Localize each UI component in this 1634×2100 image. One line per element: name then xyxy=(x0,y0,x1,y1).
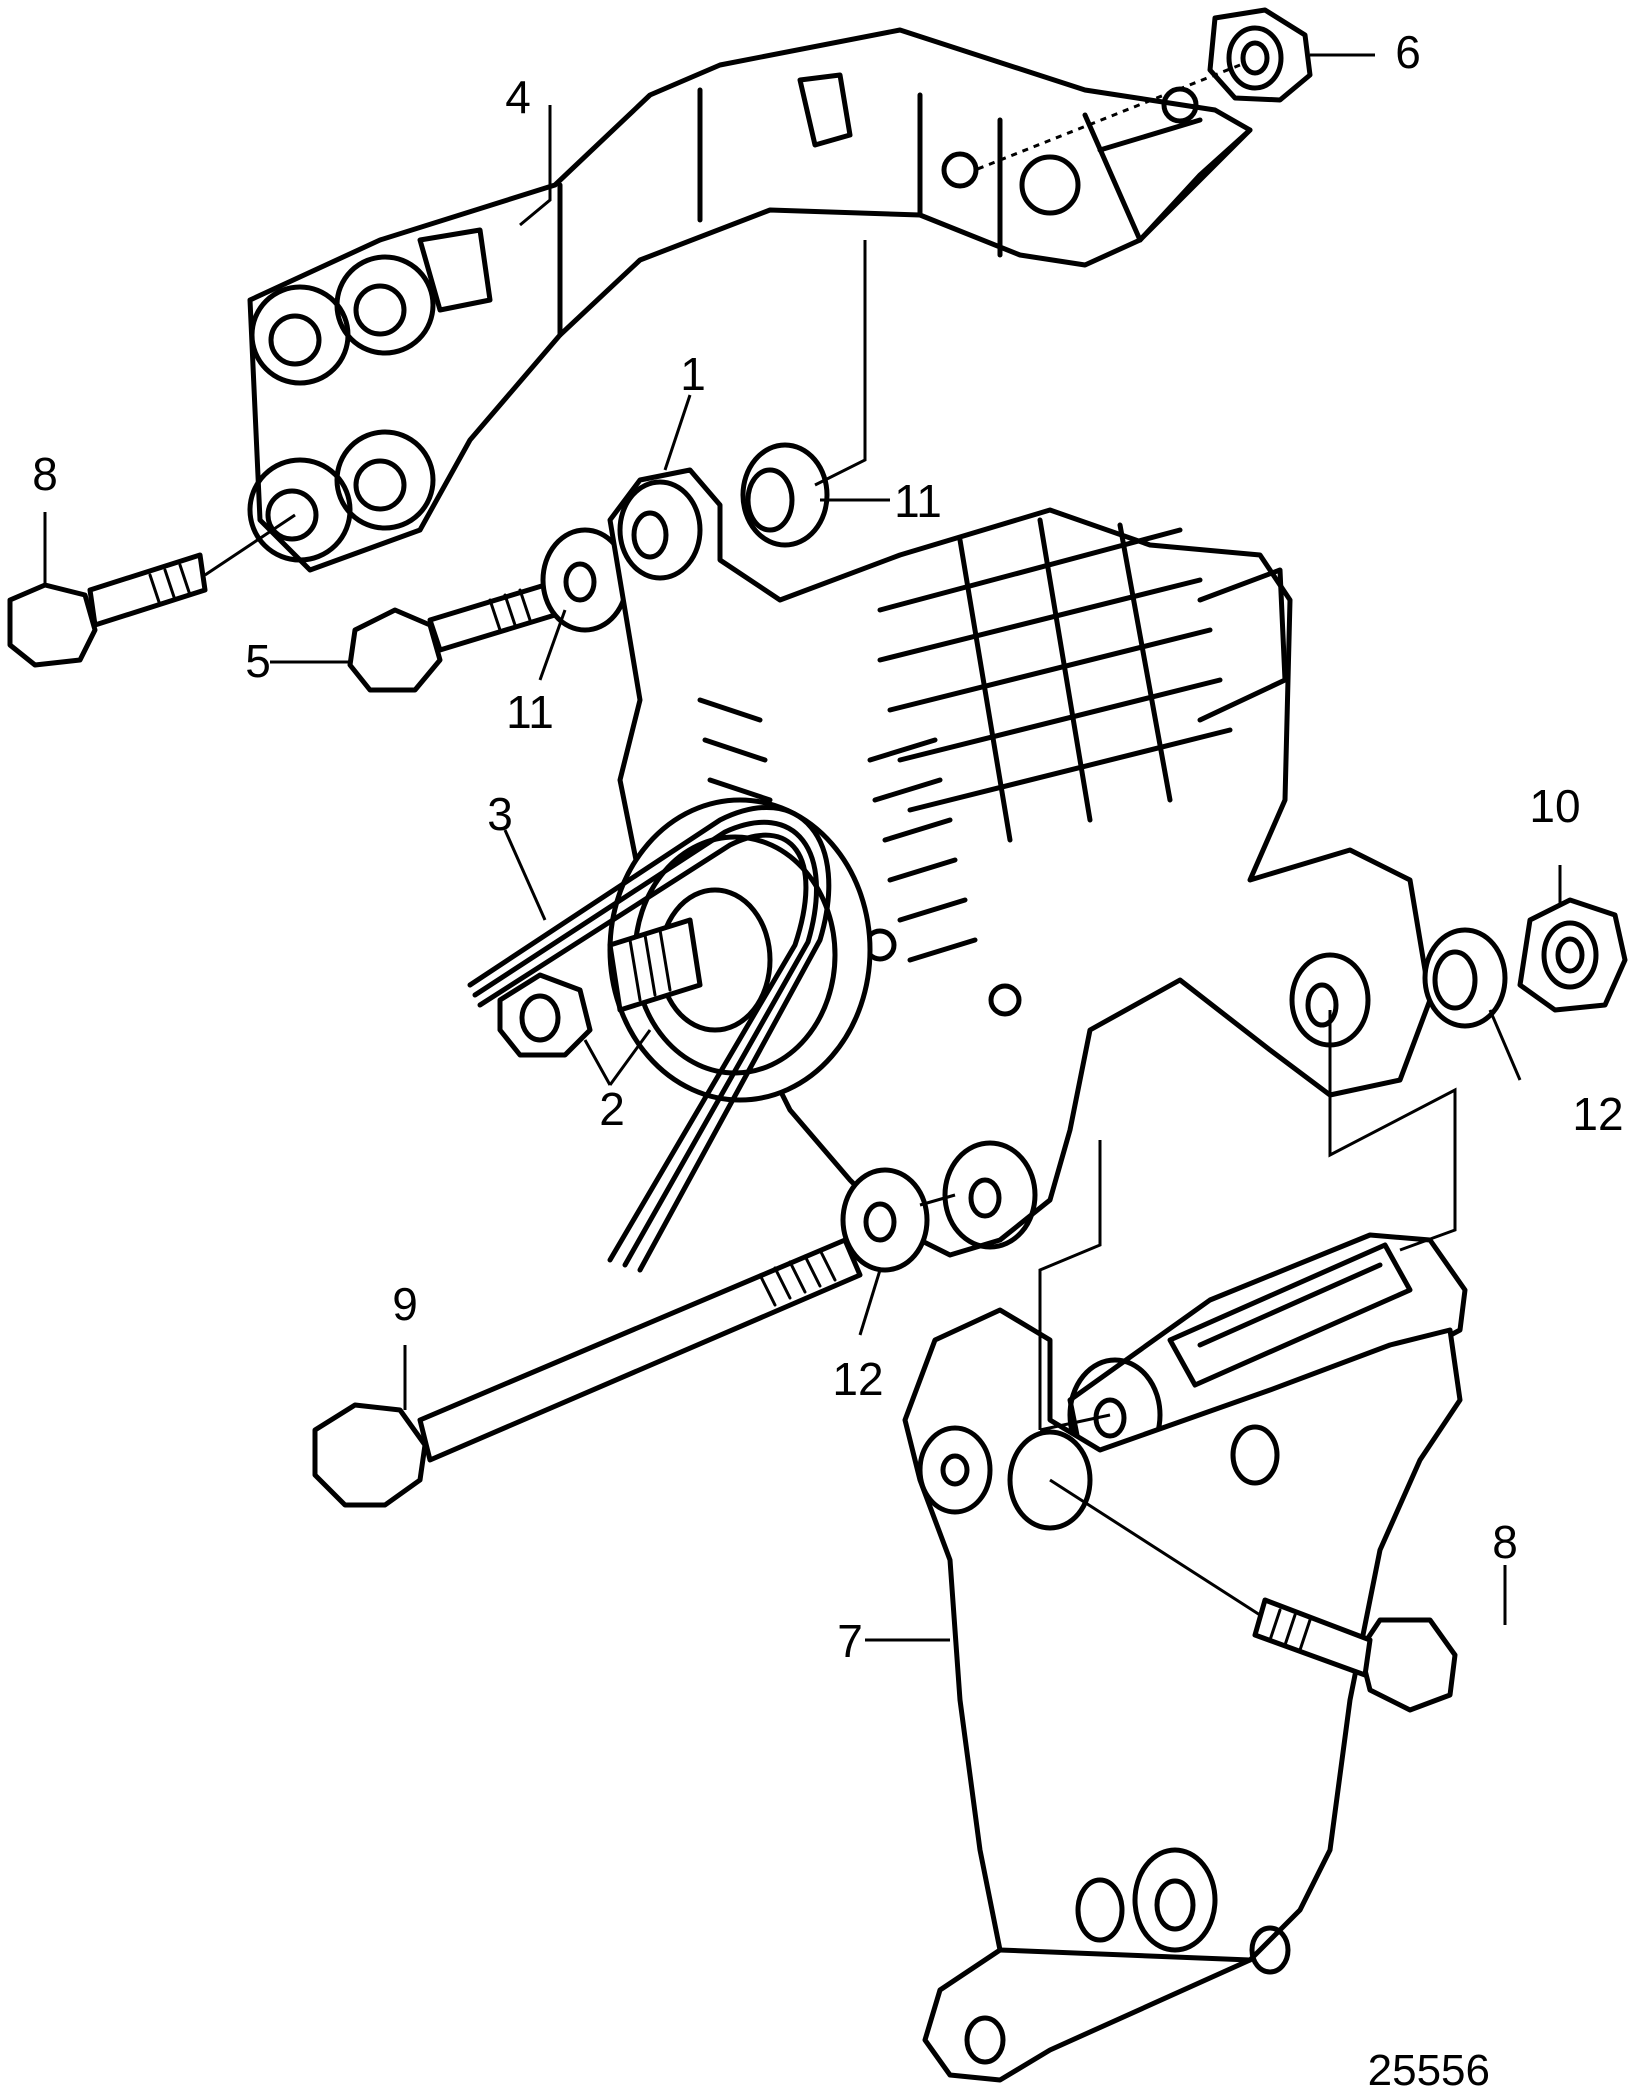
pulley-nut-part-2 xyxy=(497,972,593,1058)
bolt-part-5 xyxy=(347,582,558,693)
spacer-sleeve-part-12-right xyxy=(1422,927,1508,1029)
callout-8-top: 8 xyxy=(32,448,58,500)
figure-number: 25556 xyxy=(1368,2046,1490,2095)
assembly-guide-lines xyxy=(1038,1010,1457,1432)
callout-labels: 1 2 3 4 5 6 7 8 8 9 10 11 11 12 12 xyxy=(32,26,1623,1667)
callout-2: 2 xyxy=(599,1083,625,1135)
nut-part-10 xyxy=(1517,897,1628,1013)
callout-7: 7 xyxy=(837,1615,863,1667)
flange-nut-part-6 xyxy=(974,7,1313,172)
callout-11-lower: 11 xyxy=(506,686,554,738)
callout-4: 4 xyxy=(505,71,531,123)
long-bolt-part-9 xyxy=(312,1237,863,1508)
callout-10: 10 xyxy=(1529,780,1580,832)
upper-bracket-part-4 xyxy=(247,27,1253,573)
callout-1: 1 xyxy=(680,348,706,400)
callout-6: 6 xyxy=(1395,26,1421,78)
callout-12-lower: 12 xyxy=(832,1353,883,1405)
callout-11-upper: 11 xyxy=(894,475,942,527)
bolt-part-8-top xyxy=(7,513,296,668)
callout-8-bottom: 8 xyxy=(1492,1516,1518,1568)
lower-bracket-part-7 xyxy=(902,1307,1463,2083)
callout-9: 9 xyxy=(392,1278,418,1330)
drive-belt-part-3 xyxy=(467,805,832,1273)
spacer-sleeve-part-11-upper xyxy=(740,240,867,548)
bolt-part-8-bottom xyxy=(1049,1478,1458,1713)
washer-part-12-lower xyxy=(840,1167,956,1273)
callout-5: 5 xyxy=(245,635,271,687)
callout-3: 3 xyxy=(487,788,513,840)
callout-12-right: 12 xyxy=(1572,1088,1623,1140)
pulley-part-2 xyxy=(607,797,873,1103)
callout-leaders xyxy=(43,53,1562,1642)
